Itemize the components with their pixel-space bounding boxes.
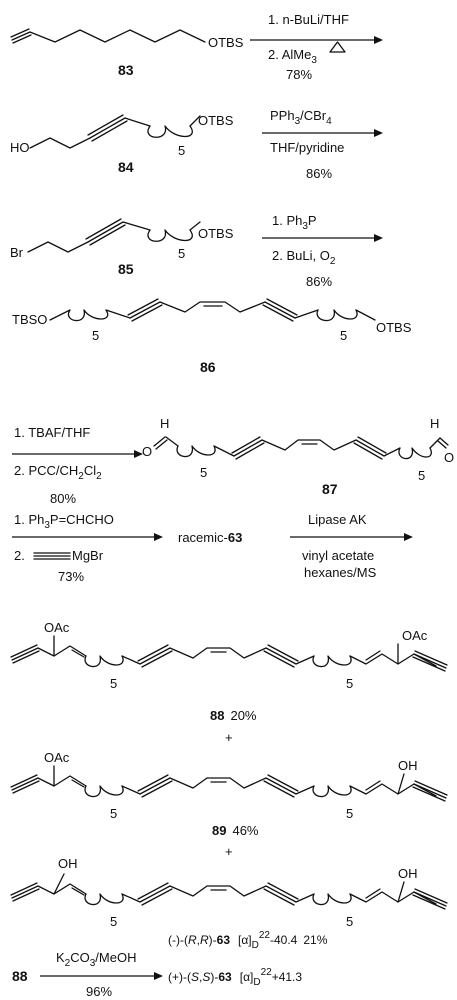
compound-83-label: 83 — [118, 62, 134, 78]
compound-86-otbs: OTBS — [376, 320, 412, 335]
compound-84-label: 84 — [118, 159, 134, 175]
compound-89-oac: OAc — [44, 750, 70, 765]
racemic-63: racemic-63 — [178, 530, 242, 545]
compound-87-n-left: 5 — [200, 465, 207, 480]
step2-yield: 86% — [306, 166, 332, 181]
final-product-label: (+)-(S,S)-63[α]D22+41.3 — [168, 967, 302, 988]
compound-85-br: Br — [10, 245, 24, 260]
compound-84-ho: HO — [10, 140, 30, 155]
compound-84-n: 5 — [178, 143, 185, 158]
step6-yield: 73% — [58, 569, 84, 584]
plus-sign-1: + — [225, 730, 233, 745]
compound-87-o-left: O — [142, 444, 152, 459]
compound-88-n-left: 5 — [110, 676, 117, 691]
step5-arrow: 1. TBAF/THF 2. PCC/CH2Cl2 80% — [12, 425, 143, 506]
compound-rr63-n-right: 5 — [346, 914, 353, 929]
compound-86-tbso: TBSO — [12, 312, 47, 327]
compound-86-n-left: 5 — [92, 328, 99, 343]
compound-88-oac-left: OAc — [44, 620, 70, 635]
plus-sign-2: + — [225, 844, 233, 859]
compound-85-n: 5 — [178, 246, 185, 261]
step3-reagent1: 1. Ph3P — [272, 213, 317, 232]
step3-yield: 86% — [306, 274, 332, 289]
step2-arrow: PPh3/CBr4 THF/pyridine 86% — [262, 108, 383, 181]
compound-83-otbs: OTBS — [208, 35, 244, 50]
compound-rr63-oh-right: OH — [398, 866, 418, 881]
compound-89-n-right: 5 — [346, 806, 353, 821]
compound-87-h-right: H — [430, 416, 439, 431]
compound-89-n-left: 5 — [110, 806, 117, 821]
step2-reagent2: THF/pyridine — [270, 140, 344, 155]
compound-86-label: 86 — [200, 359, 216, 375]
compound-87-h-left: H — [160, 416, 169, 431]
compound-rr63-oh-left: OH — [58, 856, 78, 871]
final-reagent: K2CO3/MeOH — [56, 950, 136, 969]
step6-hexanes: hexanes/MS — [304, 565, 377, 580]
compound-85-label: 85 — [118, 261, 134, 277]
step5-yield: 80% — [50, 491, 76, 506]
step6-reagent2: 2. — [14, 548, 25, 563]
compound-84-otbs: OTBS — [198, 113, 234, 128]
step1-arrow: 1. n-BuLi/THF 2. AlMe3 78% — [250, 12, 383, 82]
step6-reagent1: 1. Ph3P=CHCHO — [14, 512, 114, 531]
step6-grignard: MgBr — [72, 548, 104, 563]
step6-arrow-a: 1. Ph3P=CHCHO 2. MgBr 73% — [12, 512, 163, 584]
compound-88-oac-right: OAc — [402, 628, 428, 643]
step2-reagent1: PPh3/CBr4 — [270, 108, 332, 127]
compound-86-structure: TBSO OTBS 5 5 86 — [12, 298, 412, 375]
final-step: 88 K2CO3/MeOH 96% (+)-(S,S)-63[α]D22+41.… — [12, 950, 302, 999]
compound-87-label: 87 — [322, 481, 338, 497]
step6-vinyl-acetate: vinyl acetate — [302, 548, 374, 563]
step5-reagent2: 2. PCC/CH2Cl2 — [14, 463, 102, 482]
step3-arrow: 1. Ph3P 2. BuLi, O2 86% — [262, 213, 383, 289]
compound-87-structure: H O H O 5 5 87 — [142, 416, 454, 497]
step5-reagent1: 1. TBAF/THF — [14, 425, 90, 440]
compound-89-oh: OH — [398, 758, 418, 773]
step1-reagent1: 1. n-BuLi/THF — [268, 12, 349, 27]
compound-86-n-right: 5 — [340, 328, 347, 343]
step1-yield: 78% — [286, 67, 312, 82]
compound-84-structure: HO OTBS 5 84 — [10, 113, 234, 175]
compound-88-n-right: 5 — [346, 676, 353, 691]
step3-reagent2: 2. BuLi, O2 — [272, 248, 336, 267]
compound-85-otbs: OTBS — [198, 226, 234, 241]
final-yield: 96% — [86, 984, 112, 999]
compound-83-structure: OTBS 83 — [10, 28, 244, 78]
compound-rr63-n-left: 5 — [110, 914, 117, 929]
compound-85-structure: Br OTBS 5 85 — [10, 218, 234, 277]
final-start-88: 88 — [12, 968, 28, 984]
step1-reagent2: 2. AlMe3 — [268, 47, 317, 66]
compound-87-n-right: 5 — [418, 468, 425, 483]
step6-lipase: Lipase AK — [308, 512, 367, 527]
compound-87-o-right: O — [444, 450, 454, 465]
step6-arrow-b: Lipase AK vinyl acetate hexanes/MS — [290, 512, 413, 580]
